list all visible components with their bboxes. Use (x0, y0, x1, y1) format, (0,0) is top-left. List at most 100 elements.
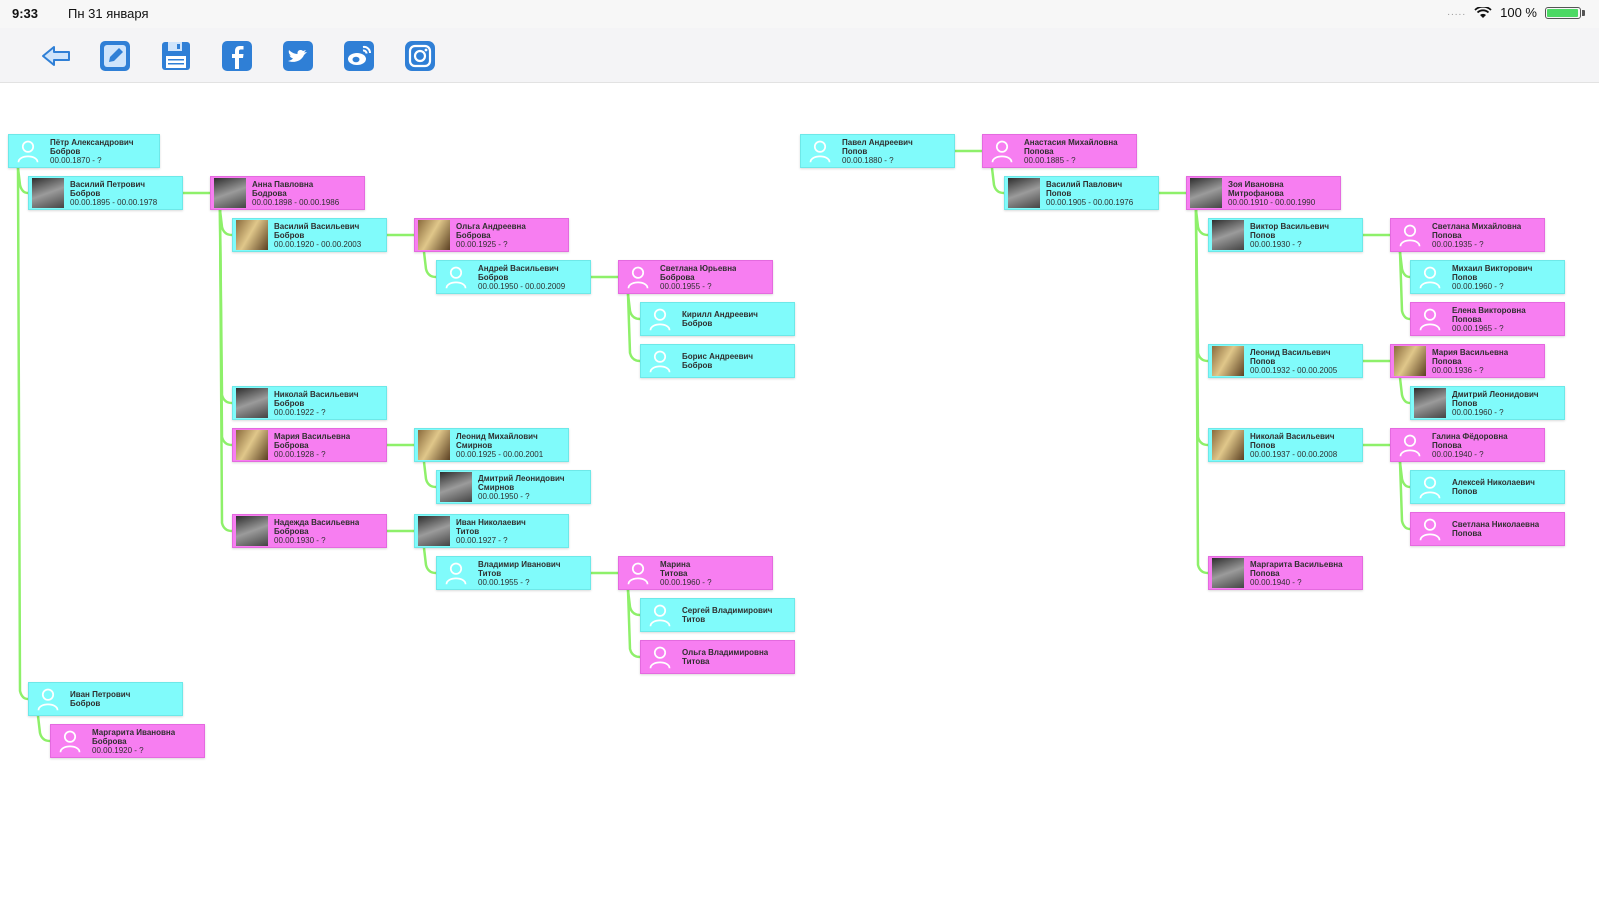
person-name: Сергей Владимирович (682, 606, 773, 615)
person-surname: Попова (1452, 314, 1482, 324)
back-button[interactable] (38, 38, 74, 74)
save-button[interactable] (158, 38, 194, 74)
toolbar (0, 28, 1599, 83)
person-avatar-icon (1414, 472, 1446, 502)
tree-link (16, 167, 29, 195)
person-name: Борис Андреевич (682, 352, 754, 361)
tree-link (1194, 209, 1209, 237)
status-date: Пн 31 января (68, 6, 149, 21)
person-surname: Титов (456, 526, 480, 536)
person-date: 00.00.1940 - ? (1250, 577, 1302, 587)
person-surname: Попов (842, 146, 868, 156)
person-avatar-icon (622, 558, 654, 588)
twitter-share-button[interactable] (280, 38, 316, 74)
person-photo (1212, 430, 1244, 460)
tree-link (36, 715, 51, 743)
person-name: Надежда Васильевна (274, 517, 360, 527)
tree-link (1194, 209, 1209, 575)
person-name: Николай Васильевич (1250, 431, 1335, 441)
person-photo (440, 472, 472, 502)
person-surname: Попов (1452, 272, 1478, 282)
person-date: 00.00.1880 - ? (842, 155, 894, 165)
person-avatar-icon (1414, 304, 1446, 334)
tree-link (218, 209, 233, 405)
person-name: Василий Васильевич (274, 221, 360, 231)
person-surname: Боброва (660, 272, 695, 282)
person-date: 00.00.1885 - ? (1024, 155, 1076, 165)
tree-link (1398, 461, 1411, 489)
instagram-icon (405, 41, 435, 71)
weibo-share-button[interactable] (341, 38, 377, 74)
tree-link (16, 167, 29, 701)
tree-link (1194, 209, 1209, 363)
person-name: Елена Викторовна (1452, 305, 1526, 315)
person-surname: Попов (1046, 188, 1072, 198)
person-name: Леонид Михайлович (456, 431, 538, 441)
person-avatar-icon (1394, 220, 1426, 250)
edit-button[interactable] (97, 38, 133, 74)
tree-link (1398, 377, 1411, 405)
person-surname: Попов (1250, 230, 1276, 240)
person-surname: Попова (1024, 146, 1054, 156)
person-date: 00.00.1920 - ? (92, 745, 144, 755)
person-date: 00.00.1935 - ? (1432, 239, 1484, 249)
person-date: 00.00.1922 - ? (274, 407, 326, 417)
person-name: Светлана Михайловна (1432, 221, 1522, 231)
instagram-share-button[interactable] (402, 38, 438, 74)
battery-percent: 100 % (1500, 5, 1537, 20)
person-surname: Митрофанова (1228, 188, 1284, 198)
person-date: 00.00.1950 - 00.00.2009 (478, 281, 566, 291)
facebook-share-button[interactable] (219, 38, 255, 74)
person-surname: Смирнов (456, 440, 493, 450)
